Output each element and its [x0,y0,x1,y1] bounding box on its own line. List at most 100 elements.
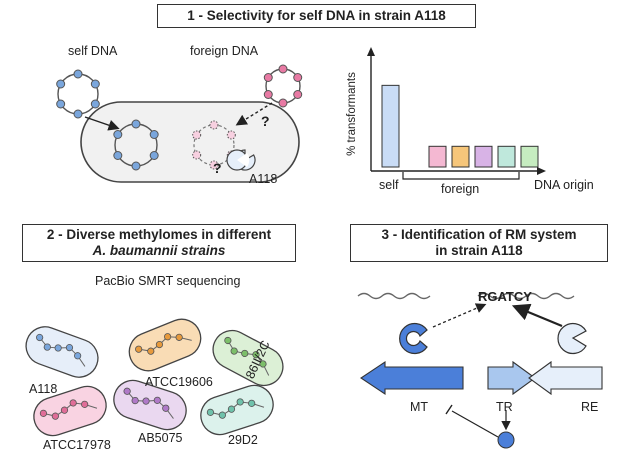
foreign-in-methyl-dot [192,130,202,140]
self-in-methyl-dot [113,130,123,139]
methylation-dot [248,399,256,407]
strain-cell-body [200,384,274,436]
foreign-in-methyl-dot [226,130,236,140]
self-methyl-dot [73,69,83,79]
chart-bar-1 [428,145,447,168]
strain-label-a118: A118 [249,172,278,186]
methylation-dot [147,347,155,355]
methylation-dot [43,343,51,351]
methylation-dot [236,398,244,406]
self-in-methyl-dot [149,151,159,160]
foreign-methyl-dot [293,90,303,99]
methylation-dot [241,349,249,358]
strain-cell-1 [128,318,202,372]
strain-label-4: AB5075 [138,431,183,445]
self-dna-in-cell-marks [113,119,159,171]
self-methyl-dot [56,79,66,89]
chart-bar-0 [381,84,400,168]
methylation-dot [259,360,267,368]
methylation-dot [74,352,82,360]
self-in-methyl-dot [149,130,159,139]
chart-bars [381,84,539,168]
panel3-title: 3 - Identification of RM system in strai… [350,224,608,262]
panel3-title-line1: 3 - Identification of RM system [381,227,577,242]
methylation-dot [227,405,236,413]
foreign-in-methyl-dot [192,150,202,160]
dna-strand-left [357,292,431,300]
self-in-methyl-dot [131,161,141,171]
chart-bar-5 [520,145,539,168]
chart-xlabel-self: self [379,178,399,192]
methylation-dot [162,404,170,412]
methylation-dot [153,396,161,404]
methylation-dot [218,411,226,419]
methylation-dot [60,406,69,414]
methylation-dot [131,396,139,405]
self-methyl-dot [56,99,66,109]
strain-cell-body [113,379,187,431]
methylation-dot [123,387,131,395]
panel2-title-line2: A. baumannii strains [92,243,226,258]
methylation-dot [69,399,77,407]
strain-label-5: 29D2 [228,433,258,447]
strain-cell-body [212,329,284,387]
re-gene-arrow [528,360,603,396]
strain-label-0: A118 [29,382,58,396]
foreign-methyl-dot [263,73,273,82]
panel2-title-line1: 2 - Diverse methylomes in different [46,227,272,242]
foreign-dna-label: foreign DNA [190,44,259,58]
mt-to-motif-arrow [432,303,487,328]
chart-xlabel: DNA origin [534,178,594,192]
methylation-dot [65,343,74,352]
strain-cell-body [128,318,202,372]
strain-cells [25,318,284,437]
repression-line [451,410,499,438]
repression-bar [445,404,453,415]
methylation-dot [54,344,62,352]
question-mark-1: ? [261,113,270,129]
self-in-methyl-dot [113,151,123,160]
panel1-title: 1 - Selectivity for self DNA in strain A… [157,4,476,28]
strain-cell-5 [200,384,274,436]
foreign-methyl-dot [278,64,288,74]
methylation-dot [155,340,164,349]
question-mark-2: ? [213,160,222,176]
methylation-dot [39,409,48,417]
tr-gene-arrow [487,360,536,396]
gene-label-re: RE [581,400,599,414]
methylation-dot [135,345,143,353]
foreign-in-methyl-dot [209,120,219,130]
foreign-methyl-dot [263,90,273,99]
chart-ylabel: % transformants [345,72,358,156]
self-dna-label: self DNA [68,44,118,58]
self-dna-plasmid [57,73,99,115]
motif-label: RGATCY [478,289,532,304]
mt-gene-arrow [360,360,464,396]
strain-cell-3 [33,385,107,437]
panel2-title: 2 - Diverse methylomes in different A. b… [22,224,296,262]
re-to-motif-arrow [511,303,563,328]
restriction-enzyme-p3-icon [557,322,587,355]
chart-bar-2 [451,145,470,168]
self-dna-entry-arrow [84,116,120,131]
methylation-dot [206,408,215,416]
foreign-methyl-dot [278,98,288,108]
dna-strand-right [477,292,575,300]
foreign-methyl-dot [293,73,303,82]
self-dna-methylation-marks [56,69,100,119]
methylation-dot [252,351,260,359]
strain-cell-2 [212,329,284,387]
foreign-dna-methylation-marks [263,64,303,108]
self-in-methyl-dot [131,119,141,129]
panel2-subtitle: PacBio SMRT sequencing [95,274,241,288]
methylation-dot [81,400,89,408]
strain-cell-0 [25,326,99,378]
chart-bar-4 [497,145,516,168]
restriction-enzyme-mouth [237,153,250,167]
chart-axes [367,47,546,175]
panel3-title-line2: in strain A118 [435,243,523,258]
strain-cell-4 [113,379,187,431]
gene-label-tr: TR [496,400,513,414]
foreign-bracket [402,172,520,180]
